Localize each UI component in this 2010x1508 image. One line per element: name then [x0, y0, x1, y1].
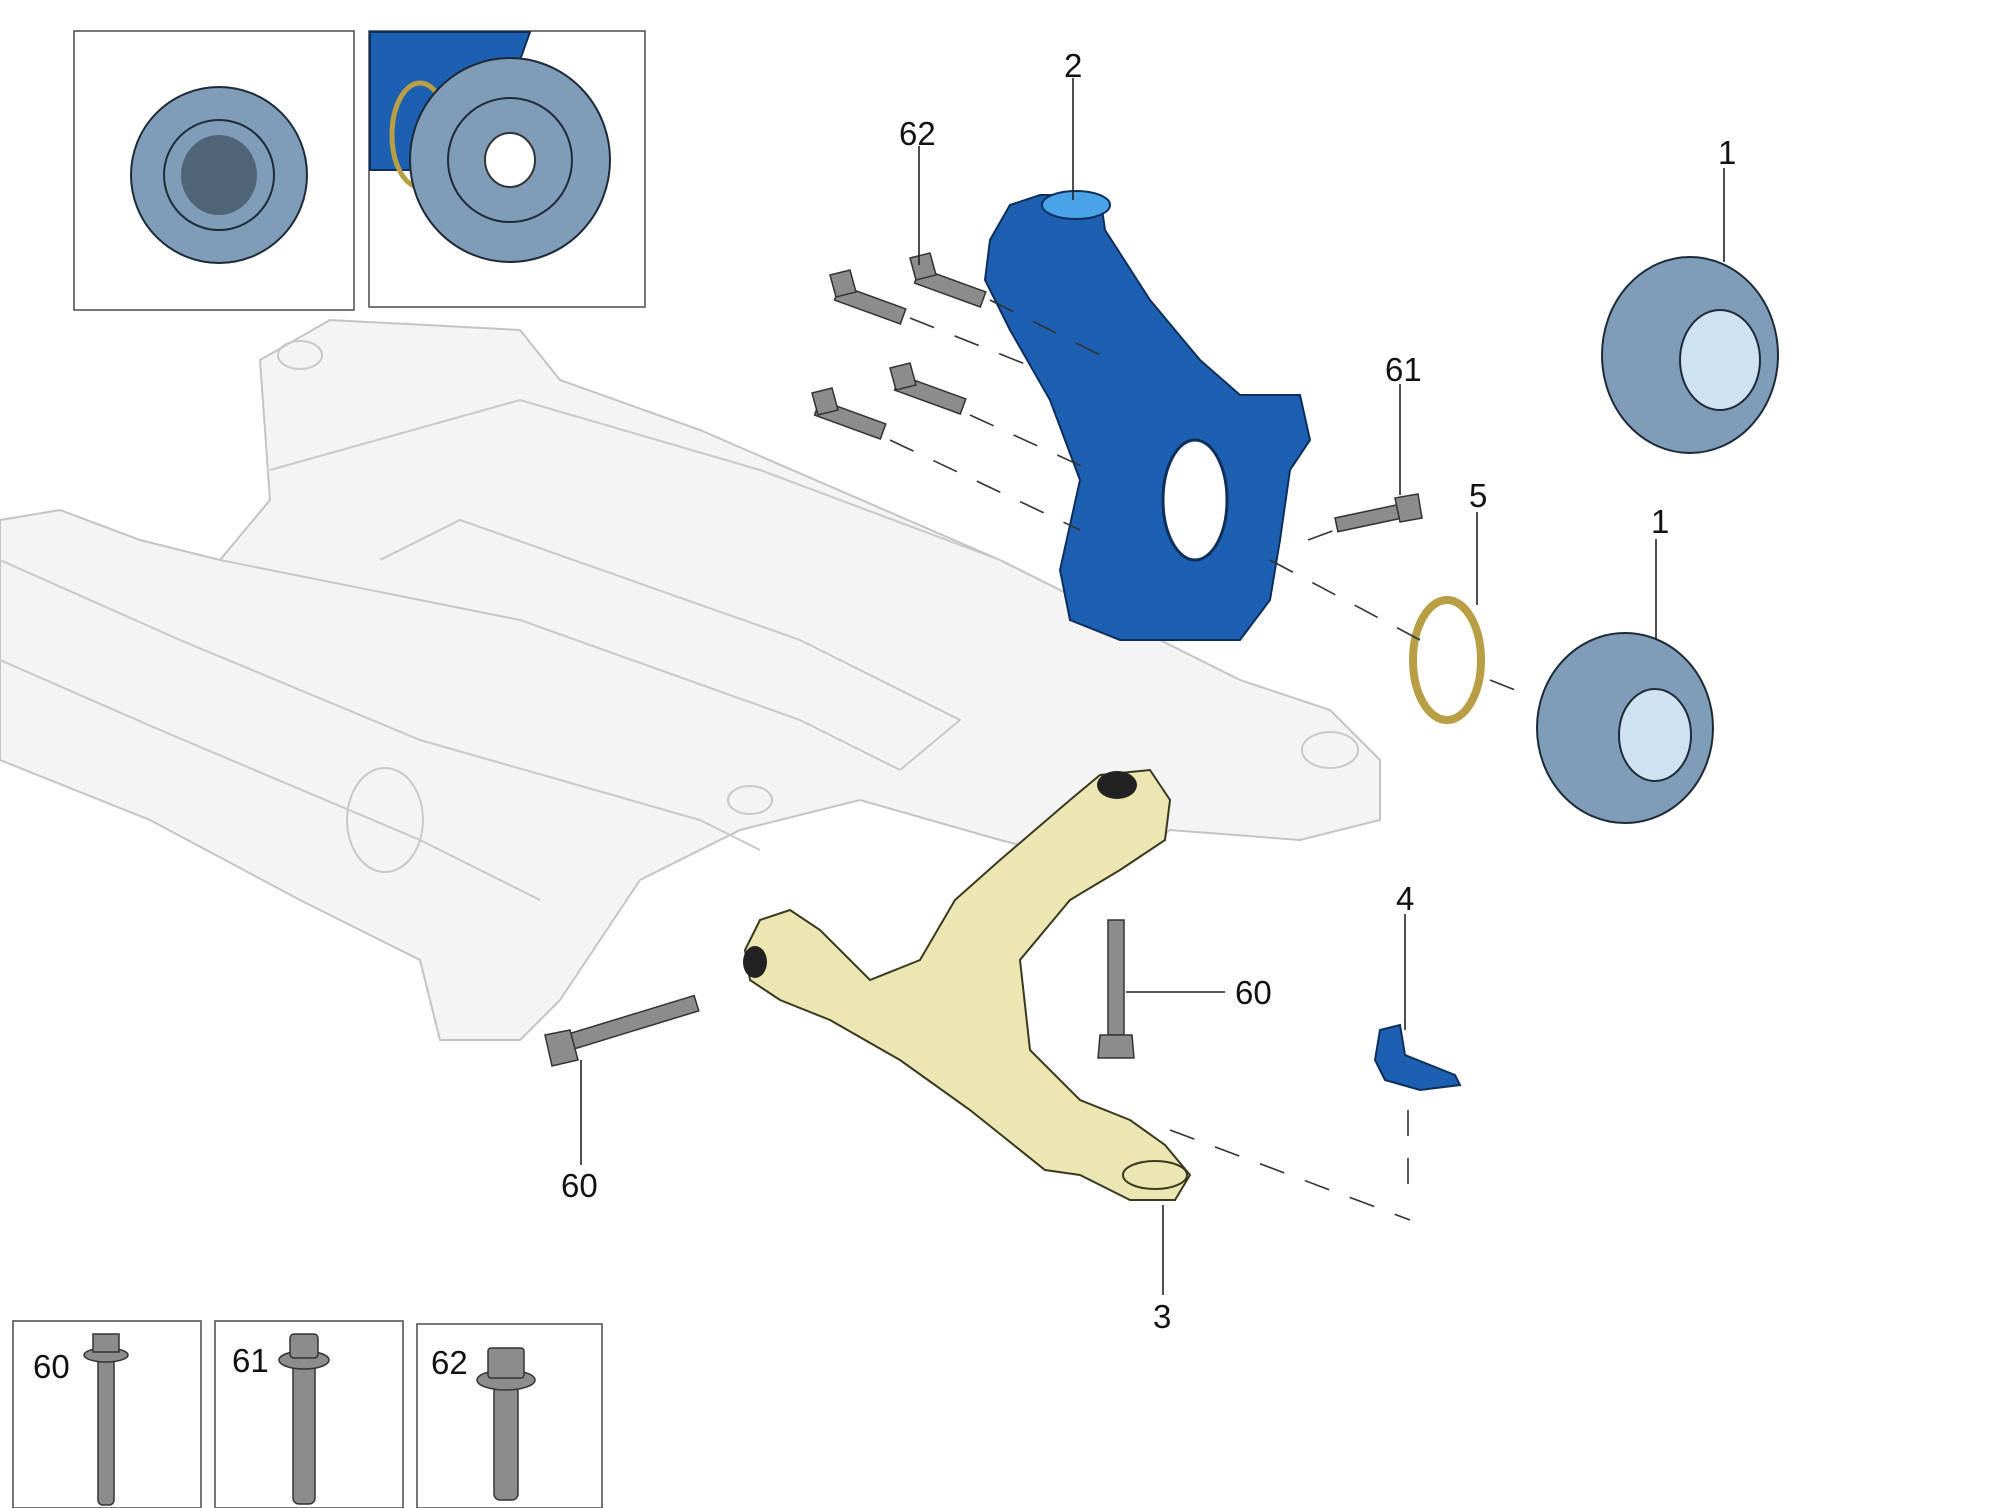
hub-inset-2-illustration [369, 31, 611, 263]
wheel-hub-lower [1536, 632, 1714, 824]
legend-label-60: 60 [33, 1348, 70, 1385]
callout-3: 3 [1153, 1298, 1171, 1335]
callout-1-lower: 1 [1651, 503, 1669, 540]
arm-bolt-vertical [1097, 919, 1135, 1059]
callout-2: 2 [1064, 47, 1082, 84]
bolt-legend-61: 61 [214, 1320, 404, 1508]
dust-shield [1373, 1023, 1462, 1092]
bolt-legend-60: 60 [12, 1320, 202, 1508]
callout-4: 4 [1396, 880, 1414, 917]
callout-61: 61 [1385, 351, 1422, 388]
callout-1-upper: 1 [1718, 134, 1736, 171]
steering-knuckle [983, 190, 1312, 641]
hub-inset-1-illustration [130, 86, 308, 264]
callout-60-left: 60 [561, 1167, 598, 1204]
abs-tone-ring [1409, 596, 1485, 724]
hub-bolt-61 [1334, 493, 1423, 533]
callout-62: 62 [899, 115, 936, 152]
wheel-hub-upper [1601, 256, 1779, 454]
arm-bolt-horizontal [544, 994, 700, 1067]
callout-5: 5 [1469, 477, 1487, 514]
subframe [0, 318, 1381, 1041]
legend-label-61: 61 [232, 1342, 269, 1379]
bolt-legend-62: 62 [416, 1323, 603, 1508]
knuckle-bolts [811, 252, 987, 440]
legend-label-62: 62 [431, 1344, 468, 1381]
lower-control-arm [743, 768, 1192, 1201]
callout-60-right: 60 [1235, 974, 1272, 1011]
